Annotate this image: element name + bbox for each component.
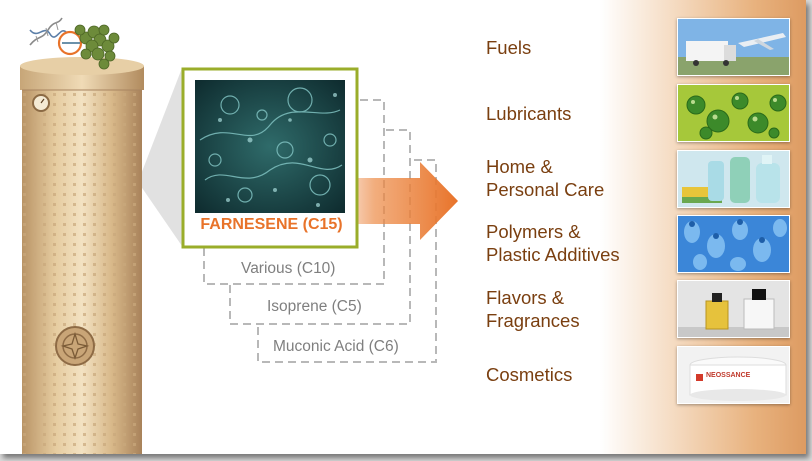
- farnesene-label: FARNESENE (C15): [200, 216, 343, 233]
- slide: FARNESENE (C15) Various (C10) Isoprene (…: [0, 0, 806, 454]
- arrow-right-icon: [330, 162, 458, 240]
- microscope-image: [195, 80, 345, 213]
- magnification-cone: [138, 68, 182, 246]
- valve-wheel-icon: [55, 326, 95, 366]
- truck-airplane-photo: [677, 18, 790, 76]
- microbe-cluster-icon: [74, 24, 120, 70]
- cleaning-bottles-photo: [677, 150, 790, 208]
- cream-jar-photo: NEOSSANCE: [677, 346, 790, 404]
- jar-brand-text: NEOSSANCE: [706, 372, 751, 379]
- product-label-lubricants: Lubricants: [486, 103, 572, 124]
- isoprene-label: Isoprene (C5): [267, 298, 362, 315]
- various-label: Various (C10): [241, 260, 336, 277]
- product-label-fuels: Fuels: [486, 37, 532, 58]
- product-label-flavors: Flavors & Fragrances: [486, 287, 580, 331]
- fermentation-diagram: [20, 17, 458, 454]
- green-bubbles-photo: [677, 84, 790, 142]
- highlight-circle: [57, 30, 83, 56]
- perfume-bottles-photo: [677, 280, 790, 338]
- product-label-polymers: Polymers & Plastic Additives: [486, 221, 620, 265]
- plastic-bottles-photo: [677, 215, 790, 273]
- product-label-home-personal-care: Home & Personal Care: [486, 156, 605, 200]
- dna-icon: [29, 17, 67, 46]
- muconic-acid-label: Muconic Acid (C6): [273, 338, 399, 355]
- product-label-cosmetics: Cosmetics: [486, 364, 573, 385]
